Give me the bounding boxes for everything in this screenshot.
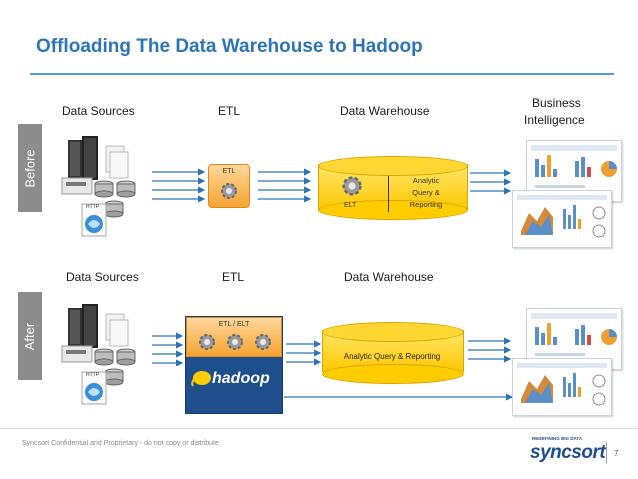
before-etl-box: ETL bbox=[208, 164, 250, 208]
after-etl-gear-icon-2 bbox=[227, 334, 243, 350]
hadoop-elephant-icon bbox=[191, 371, 211, 387]
before-arrows-etl-to-warehouse bbox=[258, 168, 312, 202]
before-warehouse-gear-icon bbox=[342, 176, 362, 196]
before-side-label-text: Before bbox=[22, 148, 38, 188]
before-servers-icon bbox=[61, 136, 136, 237]
after-side-label-text: After bbox=[22, 322, 38, 350]
after-http-label: HTTP bbox=[86, 372, 100, 378]
before-arrows-sources-to-etl bbox=[152, 168, 206, 202]
footer-logo-divider bbox=[606, 442, 607, 464]
after-servers-icon bbox=[61, 304, 136, 405]
after-warehouse-cylinder: Analytic Query & Reporting bbox=[322, 320, 464, 384]
before-warehouse-elt-label: ELT bbox=[344, 202, 357, 209]
slide-title: Offloading The Data Warehouse to Hadoop bbox=[36, 36, 423, 57]
after-warehouse-label: Analytic Query & Reporting bbox=[343, 352, 441, 361]
before-etl-gear-icon bbox=[221, 183, 237, 199]
hadoop-logo-text: hadoop bbox=[212, 370, 270, 387]
before-header-bi-line1: Business bbox=[532, 96, 581, 110]
before-arrows-warehouse-to-bi bbox=[470, 169, 512, 195]
before-header-data-sources: Data Sources bbox=[62, 104, 135, 118]
after-etl-elt-box: ETL / ELT bbox=[186, 317, 282, 357]
after-report-dashboard-front bbox=[512, 358, 612, 416]
before-side-label: Before bbox=[18, 124, 42, 212]
before-report-dashboard-front bbox=[512, 190, 612, 248]
after-header-data-warehouse: Data Warehouse bbox=[344, 270, 434, 284]
syncsort-logo-tagline: REDEFINING BIG DATA bbox=[532, 436, 583, 441]
after-arrows-warehouse-to-bi bbox=[468, 337, 512, 363]
before-warehouse-cylinder: ELT Analytic Query & Reporting bbox=[318, 154, 468, 220]
before-warehouse-analytic-line1: Analytic bbox=[412, 176, 440, 185]
before-header-data-warehouse: Data Warehouse bbox=[340, 104, 430, 118]
after-header-etl: ETL bbox=[222, 270, 245, 284]
after-etl-elt-label: ETL / ELT bbox=[218, 321, 250, 328]
before-header-bi-line2: Intelligence bbox=[524, 113, 585, 127]
after-arrows-sources-to-hadoop bbox=[152, 332, 184, 366]
after-data-sources-cluster: HTTP bbox=[58, 300, 148, 408]
after-bi-reports bbox=[512, 308, 622, 416]
after-arrow-hadoop-to-bi bbox=[284, 393, 514, 401]
before-warehouse-analytic-line2: Query & bbox=[412, 188, 440, 197]
before-data-sources-cluster: HTTP bbox=[58, 132, 148, 240]
before-warehouse-divider bbox=[388, 176, 389, 212]
before-warehouse-analytic-line3: Reporting bbox=[409, 200, 443, 209]
before-etl-box-label: ETL bbox=[222, 168, 236, 175]
before-header-etl: ETL bbox=[218, 104, 241, 118]
syncsort-logo-wordmark: syncsort bbox=[530, 442, 606, 463]
syncsort-logo: REDEFINING BIG DATA syncsort bbox=[530, 436, 606, 468]
title-underline bbox=[30, 73, 614, 75]
after-arrows-hadoop-to-warehouse bbox=[286, 340, 322, 366]
footer-divider bbox=[0, 428, 638, 429]
after-side-label: After bbox=[18, 292, 42, 380]
after-etl-gear-icon-1 bbox=[199, 334, 215, 350]
after-header-data-sources: Data Sources bbox=[66, 270, 139, 284]
after-etl-gear-icon-3 bbox=[255, 334, 271, 350]
footer-confidential-text: Syncsort Confidential and Proprietary - … bbox=[22, 440, 219, 447]
before-bi-reports bbox=[512, 140, 622, 248]
page-number: 7 bbox=[614, 449, 619, 458]
before-http-label: HTTP bbox=[86, 204, 100, 210]
after-hadoop-box: ETL / ELT hadoop bbox=[185, 316, 283, 414]
